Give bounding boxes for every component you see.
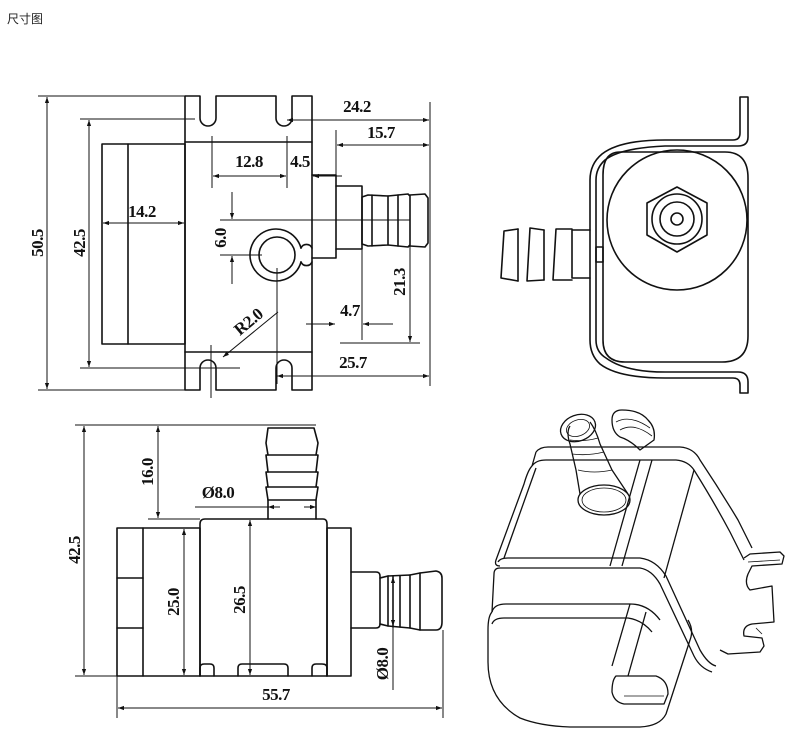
end-bracket <box>589 96 749 394</box>
end-hex-nut <box>646 186 708 253</box>
page-title: 尺寸图 <box>7 12 44 26</box>
iso-top-face <box>535 446 753 549</box>
front-outlet-housing <box>311 174 363 259</box>
dim-hole-spacing: 12.8 <box>235 152 263 171</box>
dim-outlet-height: 21.3 <box>390 268 409 296</box>
iso-foot-slot <box>611 675 669 705</box>
dim-port-offset: 6.0 <box>211 228 230 248</box>
dim-fillet-radius: R2.0 <box>230 304 266 339</box>
iso-rear-barb <box>611 409 656 451</box>
side-foot <box>199 663 215 677</box>
side-end-cap <box>326 527 352 677</box>
dim-outlet-length: 15.7 <box>367 123 396 142</box>
side-pump-body <box>199 518 328 677</box>
front-view: 50.5 42.5 14.2 12.8 4.5 24.2 15.7 6.0 <box>28 95 431 398</box>
side-motor-notch <box>116 577 144 629</box>
dim-front-overall-width: 25.7 <box>339 353 368 372</box>
end-side-barb <box>500 227 604 282</box>
dim-motor-height: 25.0 <box>164 588 183 616</box>
side-view: 42.5 16.0 Ø8.0 25.0 26.5 Ø8.0 55.7 <box>65 424 444 718</box>
dim-inlet-diameter: Ø8.0 <box>202 483 234 502</box>
iso-front-barb <box>559 413 631 516</box>
front-motor-block <box>101 143 186 345</box>
iso-lower-block <box>491 567 501 613</box>
dim-side-overall-height: 42.5 <box>65 536 84 564</box>
dim-nozzle-step: 4.7 <box>340 301 361 320</box>
dim-slot-offset: 4.5 <box>290 152 310 171</box>
dim-front-body-height: 42.5 <box>70 229 89 257</box>
dim-to-outlet: 24.2 <box>343 97 371 116</box>
side-outlet-barb <box>379 570 443 631</box>
end-body-outline <box>602 151 749 363</box>
side-inlet-barb <box>265 427 319 520</box>
front-flange-outline <box>184 95 313 391</box>
iso-seam <box>497 557 717 667</box>
dim-front-overall-height: 50.5 <box>28 229 47 257</box>
dim-outlet-diameter: Ø8.0 <box>373 648 392 680</box>
iso-bracket <box>719 551 785 655</box>
end-motor-circle <box>606 149 748 291</box>
dim-pump-height: 26.5 <box>230 586 249 614</box>
side-outlet-housing <box>350 571 381 629</box>
side-motor-block <box>116 527 201 677</box>
dim-side-overall-length: 55.7 <box>262 685 291 704</box>
dim-inlet-length: 16.0 <box>138 458 157 486</box>
side-foot <box>311 663 328 677</box>
side-foot <box>237 663 289 677</box>
end-view <box>500 96 749 394</box>
isometric-view <box>487 409 785 728</box>
dim-motor-width: 14.2 <box>128 202 156 221</box>
